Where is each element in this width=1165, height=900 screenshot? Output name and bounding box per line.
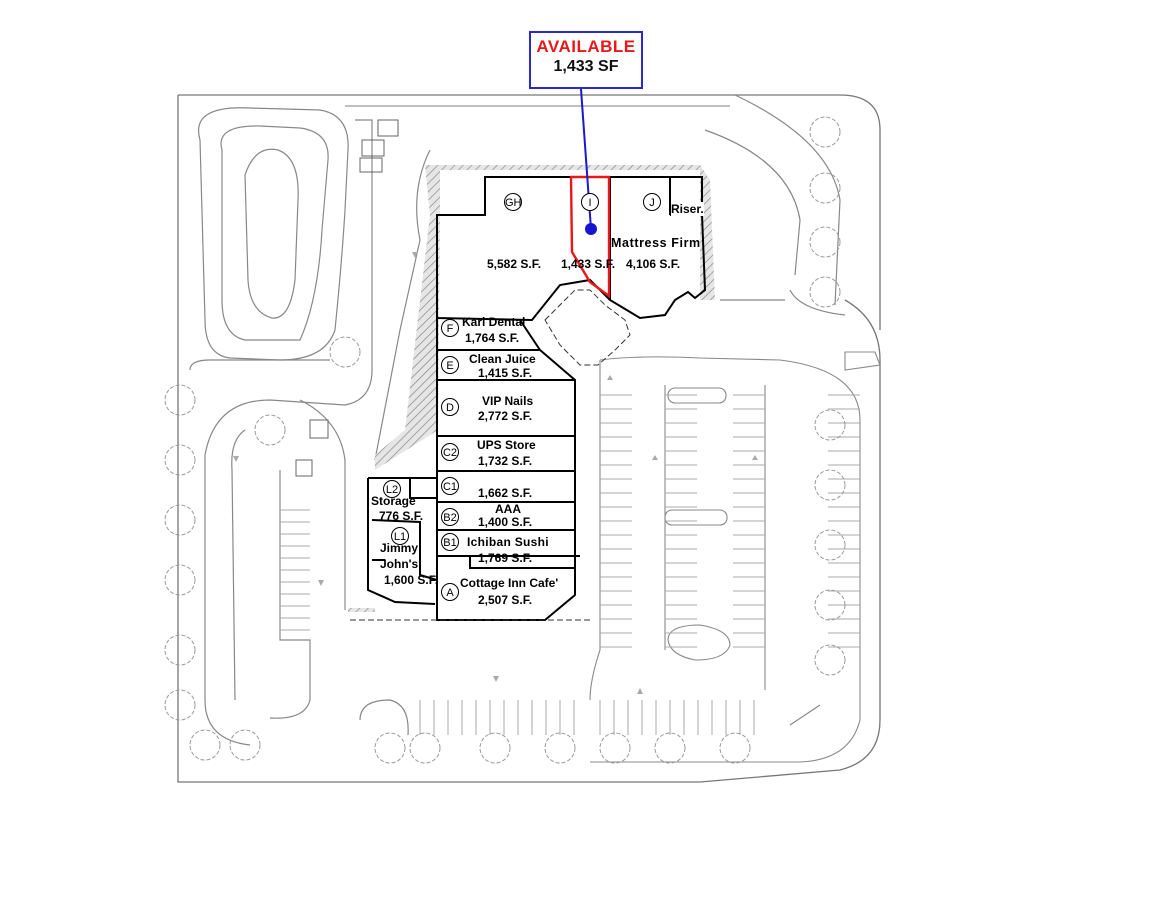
unit-badge-d: D (441, 398, 459, 416)
unit-badge-f: F (441, 319, 459, 337)
north-drive-curve (704, 94, 846, 316)
unit-l1-name-line1: Jimmy (380, 541, 419, 555)
availability-status: AVAILABLE (536, 37, 636, 56)
unit-badge-b1: B1 (441, 533, 459, 551)
drive-curbs (189, 119, 431, 746)
unit-badge-b2: B2 (441, 508, 459, 526)
available-area: 1,433 SF (553, 58, 619, 75)
tree-symbol (254, 414, 286, 446)
unit-b1-name: Ichiban Sushi (467, 535, 549, 549)
unit-e-area: 1,415 S.F. (478, 366, 533, 380)
tree-symbol (229, 729, 261, 761)
unit-j-name: Mattress Firm (611, 236, 701, 250)
direction-arrows (233, 252, 758, 694)
unit-f-area: 1,764 S.F. (465, 331, 520, 345)
unit-badge-c1: C1 (441, 477, 459, 495)
unit-c2-area: 1,732 S.F. (478, 454, 533, 468)
unit-l1-name-line2: John's (380, 557, 419, 571)
property-boundary (177, 94, 881, 783)
unit-l2-area: 776 S.F. (379, 509, 424, 523)
unit-l1-area: 1,600 S.F. (384, 573, 439, 587)
trees (164, 116, 846, 764)
unit-c1-area: 1,662 S.F. (478, 486, 533, 500)
tree-symbol (599, 732, 631, 764)
unit-b2-area: 1,400 S.F. (478, 515, 533, 529)
unit-badge-l2: L2 (383, 480, 401, 498)
available-callout[interactable]: AVAILABLE 1,433 SF (529, 31, 643, 89)
tree-symbol (189, 729, 221, 761)
unit-badge-l1: L1 (391, 527, 409, 545)
tree-symbol (814, 529, 846, 561)
unit-a-area: 2,507 S.F. (478, 593, 533, 607)
unit-a-name: Cottage Inn Cafe' (460, 576, 559, 590)
unit-j-riser: Riser. (671, 202, 704, 216)
available-unit-outline (569, 175, 611, 299)
unit-i-area: 1,433 S.F. (561, 257, 616, 271)
unit-d-area: 2,772 S.F. (478, 409, 533, 423)
unit-badge-c2: C2 (441, 443, 459, 461)
tree-symbol (814, 644, 846, 676)
tree-symbol (479, 732, 511, 764)
unit-badge-a: A (441, 583, 459, 601)
unit-c2-name: UPS Store (477, 438, 536, 452)
tree-symbol (809, 172, 841, 204)
tree-symbol (809, 226, 841, 258)
unit-d-name: VIP Nails (482, 394, 534, 408)
tree-symbol (164, 689, 196, 721)
tree-symbol (809, 116, 841, 148)
tree-symbol (654, 732, 686, 764)
tree-symbol (329, 336, 361, 368)
tree-symbol (544, 732, 576, 764)
tree-symbol (409, 732, 441, 764)
tree-symbol (164, 564, 196, 596)
parking-lot (589, 351, 881, 763)
tree-symbol (164, 384, 196, 416)
entrance-feature (350, 289, 631, 621)
unit-e-name: Clean Juice (469, 352, 536, 366)
parking-stalls (280, 394, 860, 735)
building-walk (348, 165, 715, 612)
tree-symbol (164, 634, 196, 666)
pointer-dot (585, 223, 597, 235)
unit-b2-name: AAA (495, 502, 521, 516)
unit-b1-area: 1,769 S.F. (478, 551, 533, 565)
unit-badge-gh: GH (504, 193, 522, 211)
unit-badge-i: I (581, 193, 599, 211)
unit-l2-name: Storage (371, 494, 416, 508)
tree-symbol (809, 276, 841, 308)
tree-symbol (814, 589, 846, 621)
unit-gh-area: 5,582 S.F. (487, 257, 542, 271)
dumpster-enclosures (295, 119, 399, 477)
tree-symbol (814, 409, 846, 441)
tree-symbol (814, 469, 846, 501)
retention-pond (198, 107, 349, 361)
unit-f-name: Kari Dental (462, 315, 526, 329)
tree-symbol (719, 732, 751, 764)
unit-j-area: 4,106 S.F. (626, 257, 681, 271)
unit-badge-j: J (643, 193, 661, 211)
unit-badge-e: E (441, 356, 459, 374)
tree-symbol (164, 444, 196, 476)
tree-symbol (164, 504, 196, 536)
tree-symbol (374, 732, 406, 764)
